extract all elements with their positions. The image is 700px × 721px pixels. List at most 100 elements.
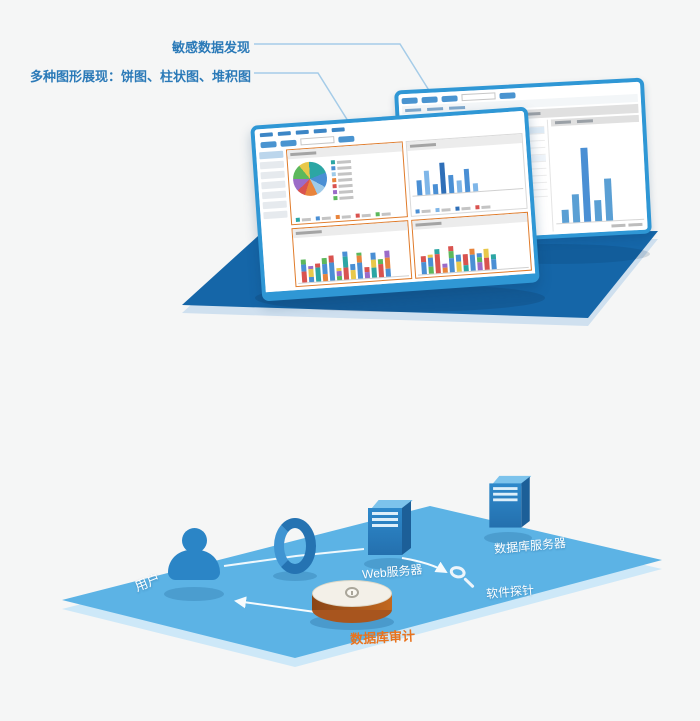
bar [580, 147, 592, 222]
toolbar-button[interactable] [441, 94, 458, 102]
pie-panel-body [288, 151, 407, 224]
stacked-bar-chart [415, 227, 529, 276]
bar [594, 200, 603, 222]
legend-label-skeleton [301, 217, 311, 222]
dashboard-panels [285, 132, 532, 288]
callout-chart-types: 多种图形展现：饼图、柱状图、堆积图 [30, 69, 252, 84]
legend-label-skeleton [461, 206, 471, 210]
magnifier-handle [463, 577, 475, 589]
filter-input[interactable] [300, 136, 335, 146]
web-server-icon [368, 500, 413, 562]
search-input[interactable] [461, 92, 496, 102]
legend-label-skeleton [341, 214, 351, 219]
stack-segment [434, 254, 441, 274]
bar [561, 209, 570, 224]
front-body [259, 132, 532, 289]
legend-item [332, 183, 353, 189]
pie-chart [291, 160, 329, 198]
stack-segment [378, 263, 385, 278]
stack-segment [483, 257, 490, 270]
stack-segment [384, 257, 391, 270]
db-server-shadow [484, 532, 532, 544]
legend-label-skeleton [361, 213, 371, 217]
server-slot [372, 512, 398, 515]
legend-item [331, 171, 352, 177]
legend-item [455, 206, 471, 211]
legend-swatch [455, 206, 460, 211]
legend-label-skeleton [338, 183, 353, 188]
server-slot [493, 487, 518, 490]
legend-label-skeleton [321, 216, 331, 220]
sidebar-item-skeleton [262, 200, 287, 210]
stack-segment [442, 267, 448, 273]
audit-label: 数据库审计 [349, 628, 416, 647]
toolbar-button[interactable] [401, 96, 418, 104]
legend-label-skeleton [336, 159, 351, 164]
legend-swatch [331, 172, 336, 177]
panel-title-skeleton [409, 143, 437, 148]
legend-label-skeleton [338, 177, 353, 182]
stack-segment [350, 270, 357, 280]
bar-legend [415, 204, 491, 214]
bar [432, 184, 439, 195]
bar [439, 162, 447, 194]
pagination-skeleton [628, 222, 643, 227]
panel-title-skeleton [576, 119, 594, 124]
nav-link-skeleton [313, 128, 327, 134]
legend-item [435, 207, 451, 213]
legend-item [331, 165, 352, 171]
stack-segment [421, 262, 427, 275]
stack-left-body [293, 230, 411, 286]
toolbar-button[interactable] [421, 95, 438, 103]
stacked-chart-panel-right [411, 211, 532, 279]
legend-label-skeleton [337, 165, 352, 170]
legend-label-skeleton [381, 211, 391, 216]
stacked-bar-chart [295, 236, 410, 284]
legend-swatch [375, 212, 380, 217]
bar [571, 193, 581, 223]
stack-segment [301, 271, 308, 283]
legend-item [315, 216, 331, 221]
toolbar-button[interactable] [280, 139, 297, 147]
sidebar-item-skeleton [263, 210, 288, 220]
bar [448, 175, 455, 194]
stack-segment [477, 262, 483, 271]
front-monitor [250, 106, 540, 302]
legend-swatch [330, 160, 336, 165]
stack-segment [322, 264, 328, 275]
server-slot [493, 492, 518, 496]
legend-swatch [335, 214, 340, 220]
bar [423, 170, 431, 195]
stack-segment [456, 261, 462, 272]
bar-panel-body [407, 143, 526, 216]
legend-swatch [333, 196, 338, 201]
back-chart-panel [546, 114, 645, 232]
legend-swatch [355, 213, 360, 218]
server-slot [372, 524, 398, 527]
db-server-icon [489, 475, 532, 534]
query-button[interactable] [338, 135, 355, 143]
legend-swatch [332, 184, 337, 189]
nav-link-skeleton [331, 127, 345, 133]
nav-link-skeleton [259, 132, 273, 138]
stack-segment [328, 262, 336, 281]
sidebar-item-skeleton [260, 170, 285, 180]
toolbar-button[interactable] [260, 140, 277, 148]
bar [472, 183, 479, 192]
server-front-face [368, 508, 402, 555]
user-icon [164, 528, 224, 592]
web-server-shadow [364, 558, 416, 570]
bar-chart [409, 147, 524, 197]
bar [604, 178, 614, 221]
flow-arrow-web-probe [401, 557, 448, 574]
sidebar-item-skeleton [259, 160, 285, 170]
user-head [181, 528, 207, 553]
server-slot [372, 518, 398, 521]
legend-swatch [315, 216, 320, 221]
search-button[interactable] [499, 91, 516, 99]
stack-segment [371, 267, 378, 278]
bar [416, 180, 423, 196]
stack-segment [315, 267, 322, 282]
callout-sensitive-data: 敏感数据发现 [172, 40, 251, 55]
